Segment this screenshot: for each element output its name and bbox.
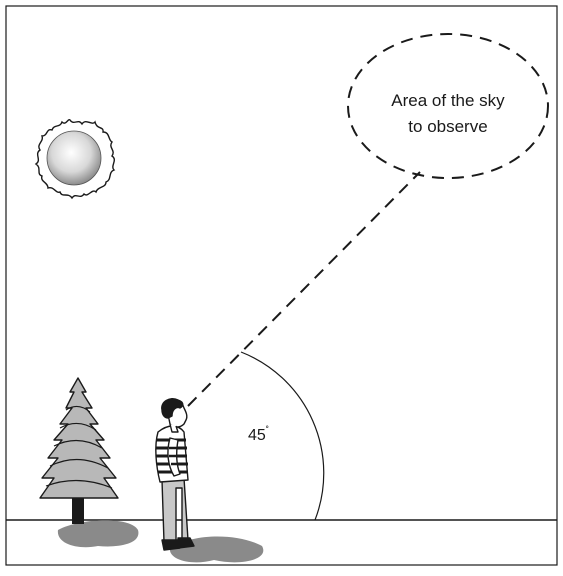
line-of-sight (187, 171, 421, 407)
sky-area-label-line1: Area of the sky (391, 91, 505, 110)
observer-person-icon (155, 398, 195, 551)
sky-area-label-line2: to observe (408, 117, 487, 136)
sun-icon (34, 118, 116, 200)
angle-label: 45˚ (248, 425, 269, 444)
tree-shadow (57, 520, 139, 548)
angle-arc (240, 351, 325, 521)
tree-icon (39, 377, 119, 524)
sky-area-ellipse (347, 33, 549, 179)
